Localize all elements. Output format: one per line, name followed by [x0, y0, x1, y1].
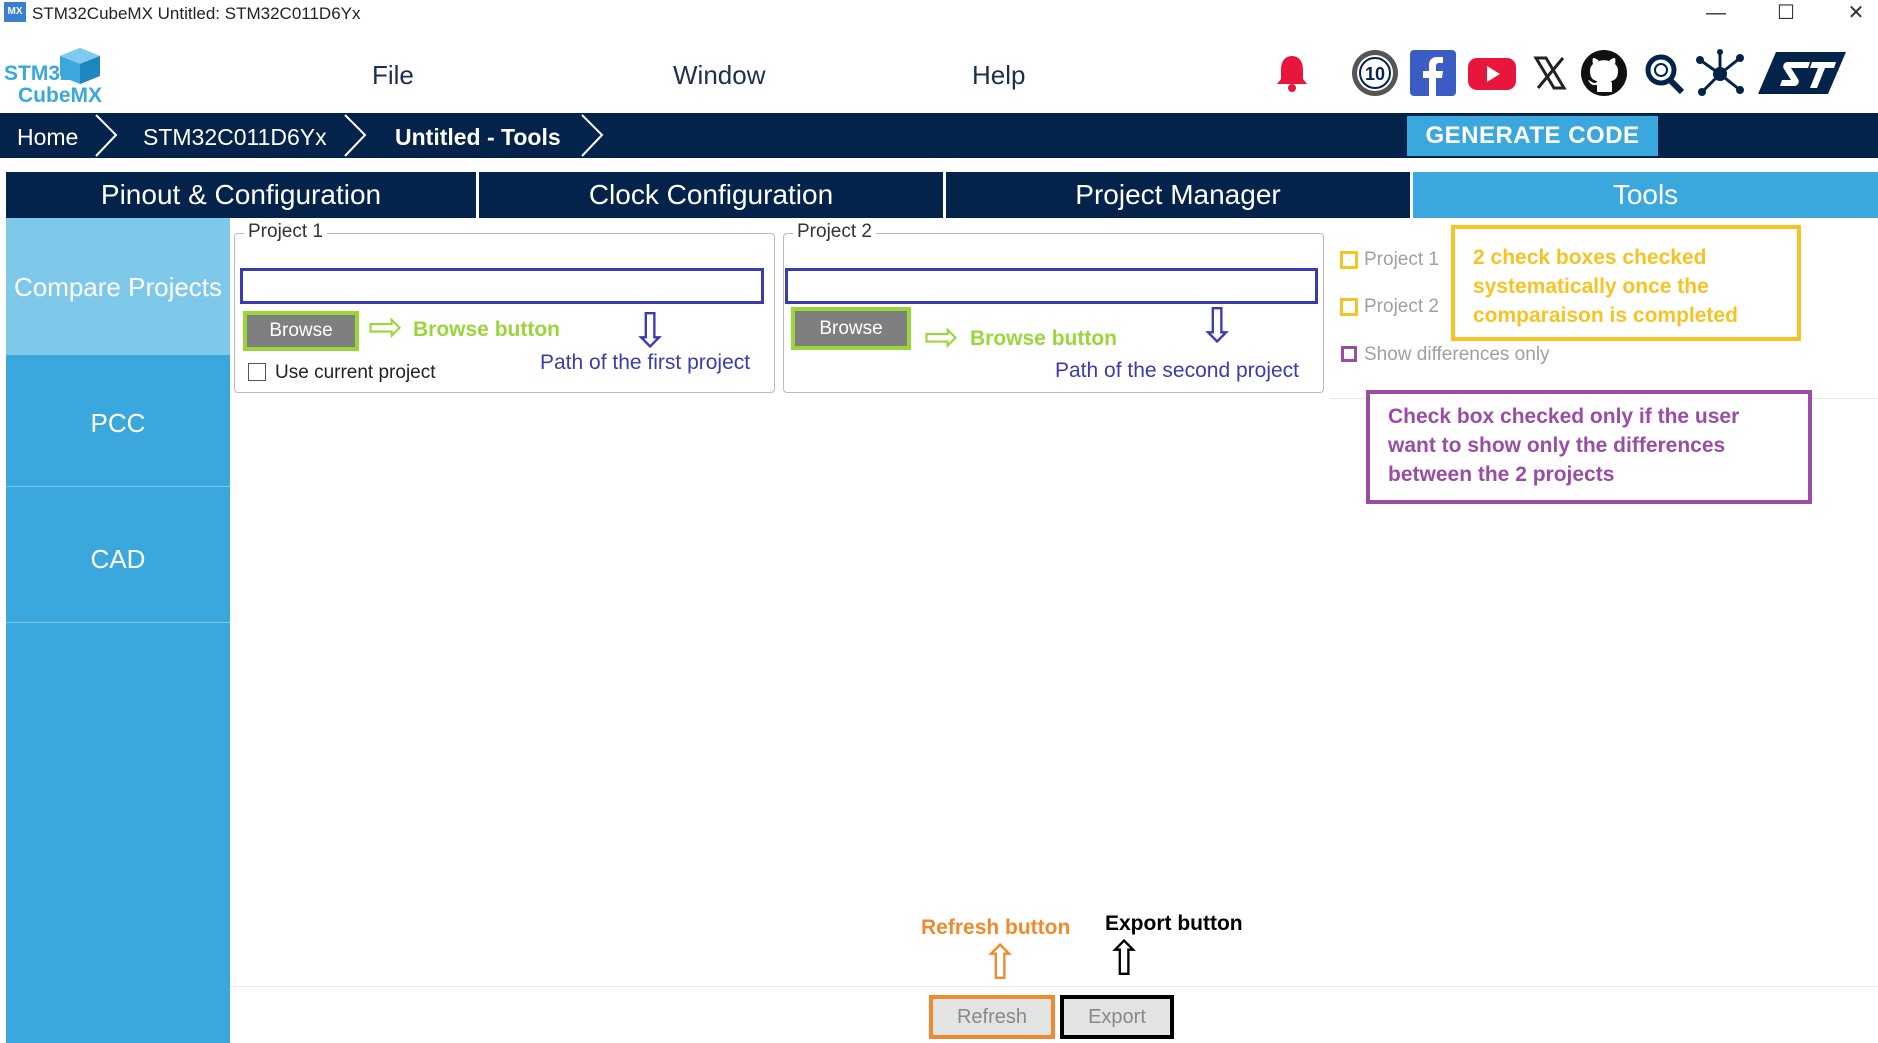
arrow-down-icon: ⇩: [630, 305, 671, 358]
arrow-right-icon: ⇨: [924, 313, 960, 360]
refresh-highlight: Refresh: [929, 995, 1055, 1039]
window-titlebar: [0, 0, 1878, 28]
tab-project-manager[interactable]: Project Manager: [946, 172, 1410, 218]
arrow-up-icon: ⇧: [980, 937, 1021, 990]
annotation-path-first-project: Path of the first project: [540, 351, 751, 374]
arrow-up-icon: ⇧: [1104, 933, 1145, 986]
project2-browse-button[interactable]: Browse: [795, 311, 907, 346]
project1-legend: Project 1: [244, 221, 327, 243]
tab-pinout-configuration[interactable]: Pinout & Configuration: [6, 172, 476, 218]
refresh-button[interactable]: Refresh: [933, 999, 1051, 1035]
arrow-down-icon: ⇩: [1197, 300, 1238, 353]
maximize-button[interactable]: ☐: [1777, 2, 1795, 24]
st-logo-icon[interactable]: [1758, 48, 1848, 98]
window-title: STM32CubeMX Untitled: STM32C011D6Yx: [32, 4, 361, 23]
anniversary-number: 10: [1365, 64, 1385, 84]
project1-path-input[interactable]: [240, 268, 764, 304]
search-icon[interactable]: [1642, 48, 1686, 98]
anniversary-10-icon[interactable]: 10: [1350, 48, 1400, 98]
project2-browse-highlight: Browse: [791, 307, 911, 350]
menu-window[interactable]: Window: [673, 60, 766, 90]
project1-browse-highlight: Browse: [243, 311, 359, 351]
stm32cubemx-logo: STM32 CubeMX: [4, 44, 108, 107]
project2-result-checkbox[interactable]: [1340, 298, 1358, 316]
bottom-divider: [230, 986, 1878, 987]
callout-auto-checked: 2 check boxes checked systematically onc…: [1451, 225, 1801, 341]
project1-panel: [234, 233, 775, 393]
sidebar-item-pcc[interactable]: PCC: [90, 408, 146, 438]
export-highlight: Export: [1060, 995, 1174, 1039]
project2-path-input[interactable]: [785, 268, 1318, 304]
use-current-project-label: Use current project: [275, 362, 436, 383]
project1-browse-button[interactable]: Browse: [247, 315, 355, 347]
app-icon: MX: [4, 2, 26, 22]
annotation-path-second-project: Path of the second project: [1055, 359, 1299, 382]
breadcrumb-home[interactable]: Home: [17, 124, 79, 150]
callout-show-differences: Check box checked only if the user want …: [1366, 390, 1812, 504]
x-icon[interactable]: [1530, 48, 1570, 98]
tab-clock-configuration[interactable]: Clock Configuration: [479, 172, 943, 218]
project1-result-label: Project 1: [1364, 249, 1439, 270]
show-differences-checkbox[interactable]: [1341, 346, 1357, 362]
github-icon[interactable]: [1578, 48, 1630, 98]
network-icon[interactable]: [1694, 48, 1746, 98]
close-button[interactable]: ✕: [1847, 2, 1865, 24]
project1-result-checkbox[interactable]: [1340, 251, 1358, 269]
logo-line2: CubeMX: [18, 84, 102, 106]
annotation-browse-button-1: Browse button: [413, 318, 560, 341]
use-current-project-checkbox[interactable]: [248, 363, 266, 381]
tab-tools[interactable]: Tools: [1413, 172, 1878, 218]
project2-result-label: Project 2: [1364, 296, 1439, 317]
sidenav-divider: [6, 486, 230, 487]
annotation-export-button: Export button: [1105, 912, 1243, 935]
project2-legend: Project 2: [793, 221, 876, 243]
breadcrumb-device[interactable]: STM32C011D6Yx: [143, 124, 327, 150]
sidebar-item-cad[interactable]: CAD: [90, 544, 146, 574]
sidenav-active-highlight: [6, 218, 230, 354]
breadcrumb-current[interactable]: Untitled - Tools: [395, 124, 561, 150]
show-differences-label: Show differences only: [1364, 344, 1550, 365]
menu-help[interactable]: Help: [972, 60, 1026, 90]
sidenav-divider: [6, 354, 230, 355]
menu-file[interactable]: File: [372, 60, 414, 90]
sidebar-item-compare-projects[interactable]: Compare Projects: [13, 272, 223, 302]
tools-sidenav: [6, 218, 230, 1043]
annotation-browse-button-2: Browse button: [970, 327, 1117, 350]
project2-panel: [783, 233, 1324, 393]
breadcrumb-chevrons: [95, 114, 604, 157]
facebook-icon[interactable]: [1408, 48, 1458, 98]
logo-line1: STM32: [4, 62, 72, 85]
youtube-icon[interactable]: [1466, 48, 1518, 98]
minimize-button[interactable]: —: [1706, 2, 1726, 24]
export-button[interactable]: Export: [1064, 999, 1170, 1035]
annotation-refresh-button: Refresh button: [921, 916, 1071, 939]
sidenav-divider: [6, 622, 230, 623]
generate-code-button[interactable]: GENERATE CODE: [1407, 116, 1658, 156]
arrow-right-icon: ⇨: [368, 303, 404, 350]
bell-icon[interactable]: [1272, 48, 1312, 98]
